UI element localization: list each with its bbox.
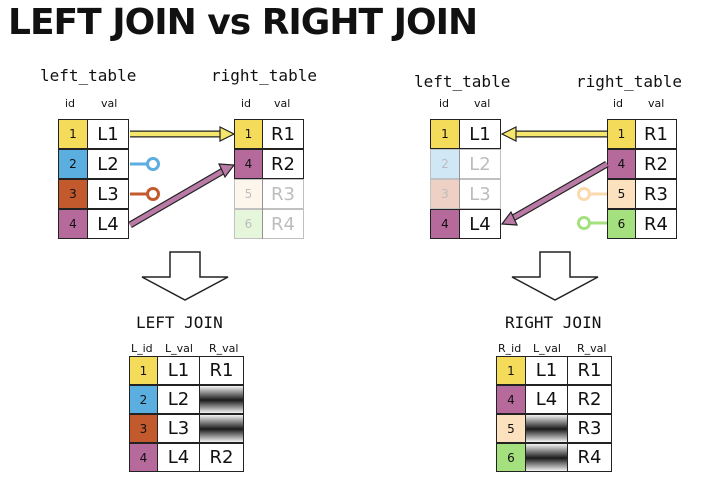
right-result-lval-header: L_val	[533, 342, 561, 355]
table-cell-id: 3	[430, 179, 460, 209]
result-cell-left-val: L1	[525, 356, 568, 385]
result-cell-right-val: R2	[567, 385, 612, 414]
table-cell-val: L1	[87, 119, 129, 149]
left-diagram-match-arrow-1	[130, 126, 236, 142]
right-diagram-right-table-name: right_table	[576, 72, 682, 91]
table-cell-id: 4	[234, 149, 263, 179]
table-cell-val: R4	[262, 209, 304, 239]
result-cell-missing	[525, 414, 568, 443]
table-cell-val: L2	[87, 149, 129, 179]
table-cell-id: 5	[234, 179, 263, 209]
left-diagram-right-val-header: val	[274, 97, 291, 110]
result-cell-id: 4	[496, 385, 526, 414]
table-cell-id: 6	[234, 209, 263, 239]
table-cell-val: R2	[635, 149, 677, 179]
left-diagram-right-table-name: right_table	[211, 66, 317, 85]
table-cell-val: R1	[635, 119, 677, 149]
table-cell-id: 6	[607, 209, 636, 239]
table-cell-val: L4	[87, 209, 129, 239]
table-cell-val: L4	[459, 209, 501, 239]
result-cell-left-val: L4	[157, 443, 200, 472]
result-cell-right-val: R1	[567, 356, 612, 385]
result-cell-left-val: L2	[157, 385, 200, 414]
table-cell-id: 3	[58, 179, 88, 209]
table-cell-val: R2	[262, 149, 304, 179]
result-cell-left-val: L3	[157, 414, 200, 443]
left-diagram-match-arrow-4	[128, 163, 236, 229]
left-diagram-left-table-name: left_table	[40, 66, 137, 85]
result-cell-id: 2	[129, 385, 158, 414]
result-cell-right-val: R3	[567, 414, 612, 443]
result-cell-right-val: R2	[199, 443, 244, 472]
table-cell-val: R3	[262, 179, 304, 209]
table-cell-val: L2	[459, 149, 501, 179]
left-result-rval-header: R_val	[209, 342, 239, 355]
right-down-arrow-icon	[511, 251, 599, 301]
table-cell-val: L3	[459, 179, 501, 209]
right-diagram-right-val-header: val	[648, 97, 665, 110]
right-diagram-left-id-header: id	[439, 97, 450, 110]
right-result-id-header: R_id	[498, 342, 522, 355]
left-diagram-left-id-header: id	[65, 97, 76, 110]
table-cell-val: R4	[635, 209, 677, 239]
right-join-label: RIGHT JOIN	[505, 313, 602, 332]
result-cell-id: 4	[129, 443, 158, 472]
left-diagram-unmatched-stub-2	[130, 157, 160, 171]
result-cell-left-val: L1	[157, 356, 200, 385]
result-cell-missing	[199, 385, 244, 414]
result-cell-missing	[525, 443, 568, 472]
left-result-id-header: L_id	[131, 342, 153, 355]
table-cell-val: L1	[459, 119, 501, 149]
result-cell-id: 6	[496, 443, 526, 472]
left-join-label: LEFT JOIN	[136, 313, 223, 332]
table-cell-val: L3	[87, 179, 129, 209]
result-cell-right-val: R4	[567, 443, 612, 472]
right-diagram-match-arrow-4	[500, 160, 609, 226]
page-title: LEFT JOIN vs RIGHT JOIN	[8, 2, 478, 43]
right-diagram-left-val-header: val	[474, 97, 491, 110]
right-diagram-left-table-name: left_table	[414, 72, 511, 91]
table-cell-id: 1	[607, 119, 636, 149]
table-cell-id: 2	[430, 149, 460, 179]
left-diagram-unmatched-stub-3	[130, 187, 160, 201]
right-diagram-unmatched-stub-6	[577, 216, 607, 230]
left-result-lval-header: L_val	[165, 342, 193, 355]
left-diagram-left-val-header: val	[101, 97, 118, 110]
right-diagram-match-arrow-1	[500, 126, 607, 142]
table-cell-val: R3	[635, 179, 677, 209]
result-cell-missing	[199, 414, 244, 443]
right-diagram-unmatched-stub-5	[577, 187, 607, 201]
left-down-arrow-icon	[141, 251, 229, 301]
table-cell-val: R1	[262, 119, 304, 149]
right-result-rval-header: R_val	[577, 342, 607, 355]
left-diagram-right-id-header: id	[241, 97, 252, 110]
table-cell-id: 5	[607, 179, 636, 209]
right-diagram-right-id-header: id	[613, 97, 624, 110]
result-cell-right-val: R1	[199, 356, 244, 385]
result-cell-id: 3	[129, 414, 158, 443]
